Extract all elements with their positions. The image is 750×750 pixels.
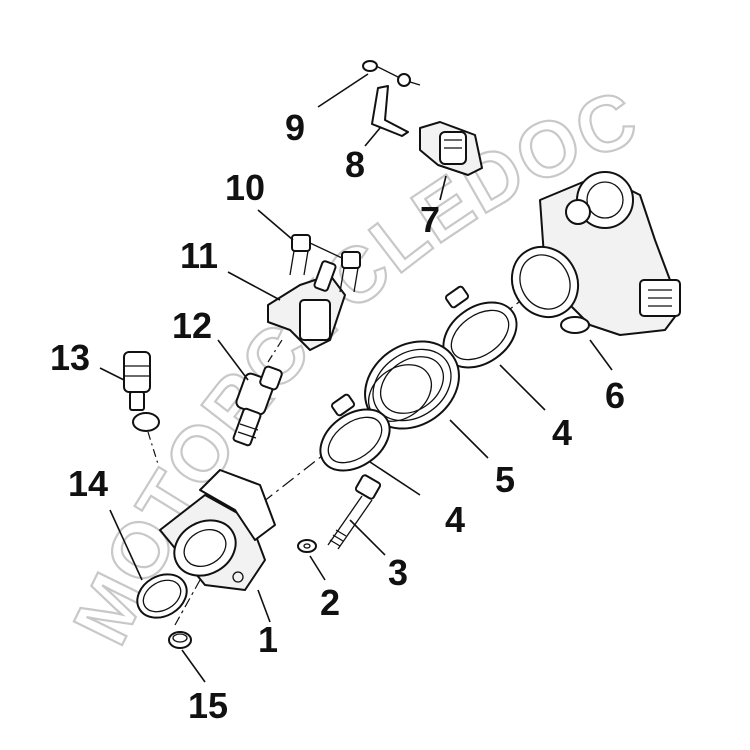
cap-plug [168, 631, 192, 649]
callout-8: 8 [345, 144, 365, 185]
callout-3: 3 [388, 552, 408, 593]
port-axis [174, 579, 201, 626]
callout-4-upper: 4 [552, 412, 572, 453]
hose-clamp-lower [319, 393, 391, 472]
leader-lines [99, 73, 613, 683]
callout-7: 7 [420, 199, 440, 240]
callout-10: 10 [225, 167, 265, 208]
temperature-sensor [123, 351, 160, 465]
assembly-axis [239, 269, 561, 521]
intake-boot [364, 340, 460, 430]
callout-15: 15 [188, 685, 228, 726]
callout-4-lower: 4 [445, 499, 465, 540]
fuel-injector [232, 339, 283, 447]
sensor-connector [419, 121, 483, 176]
callout-6: 6 [605, 375, 625, 416]
throttle-body [510, 171, 681, 336]
washer [297, 539, 317, 553]
injector-bracket [267, 260, 346, 351]
sensor-bracket [371, 85, 409, 137]
callout-11: 11 [180, 235, 218, 276]
callout-labels: 1 2 3 4 4 5 6 7 8 9 10 11 12 13 14 15 [50, 107, 625, 726]
callout-14: 14 [68, 463, 108, 504]
screws-pair [289, 234, 361, 293]
bolt-long [327, 474, 382, 550]
callout-13: 13 [50, 337, 90, 378]
o-ring-large [136, 573, 188, 619]
screw-small [362, 60, 421, 87]
callout-2: 2 [320, 582, 340, 623]
callout-12: 12 [172, 305, 212, 346]
callout-9: 9 [285, 107, 305, 148]
intake-manifold [159, 469, 276, 591]
callout-1: 1 [258, 619, 278, 660]
callout-5: 5 [495, 459, 515, 500]
